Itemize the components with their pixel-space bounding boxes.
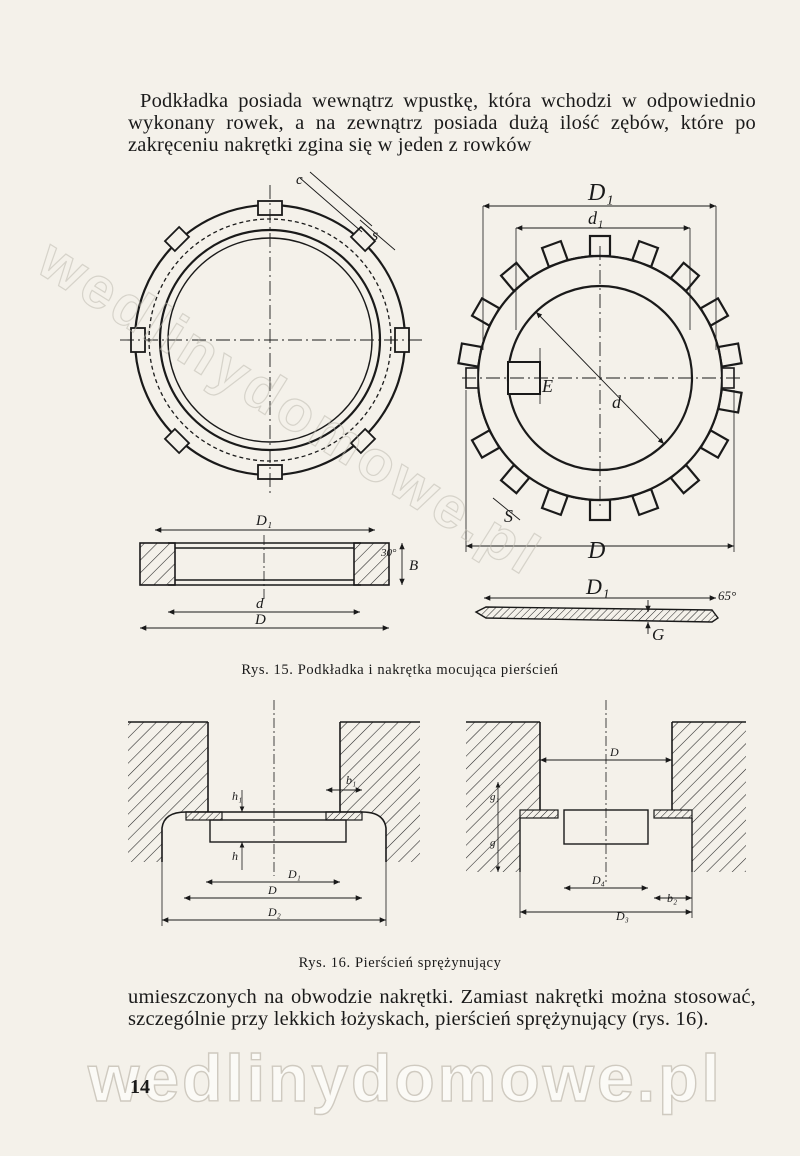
nut-s-label: s (372, 227, 378, 244)
left-b1-label: b₁ (346, 773, 356, 787)
washer-D-label: D (587, 538, 605, 564)
spring-ring-right-view (466, 700, 746, 918)
right-D4-label: D₄ (591, 873, 605, 887)
paragraph-top-text: Podkładka posiada wewnątrz wpustkę, któr… (128, 90, 756, 156)
nut-D1-label: D₁ (255, 513, 272, 529)
figure-15-caption: Rys. 15. Podkładka i nakrętka mocująca p… (241, 662, 559, 678)
left-D2-label: D₂ (267, 905, 281, 919)
right-g-label: g (490, 837, 496, 849)
left-D1-label: D₁ (287, 867, 301, 881)
paragraph-bottom: umieszczonych na obwodzie nakrętki. Zami… (128, 986, 756, 1030)
footer-watermark: wedlinydomowe.pl (87, 1040, 723, 1115)
right-g1-label: g₁ (490, 791, 500, 803)
right-b2-label: b₂ (667, 891, 677, 905)
side-D1-label: D₁ (585, 574, 610, 599)
washer-d-label: d (612, 392, 622, 412)
washer-d1-label: d₁ (588, 208, 603, 228)
right-D-label: D (609, 745, 619, 759)
nut-B-label: B (409, 558, 418, 574)
washer-E-label: E (541, 376, 553, 396)
nut-d-label: d (256, 596, 264, 612)
washer-D1-label: D₁ (587, 180, 614, 206)
nut-c-label: c (296, 172, 303, 188)
spring-ring-left-view (128, 700, 420, 926)
nut-angle-label: 30° (380, 547, 397, 559)
figure-16-caption: Rys. 16. Pierścień sprężynujący (298, 955, 502, 971)
toothed-washer-front-view (457, 203, 743, 552)
side-G-label: G (652, 625, 664, 644)
washer-side-view (474, 595, 720, 634)
nut-D-label: D (254, 612, 266, 628)
left-h1-label: h₁ (232, 789, 242, 803)
nut-front-view (120, 171, 425, 495)
washer-S-label: S (504, 506, 513, 526)
left-D-label: D (267, 883, 277, 897)
left-h-label: h (232, 849, 238, 863)
paragraph-top: Podkładka posiada wewnątrz wpustkę, któr… (128, 90, 756, 156)
nut-section-view (139, 527, 405, 631)
right-D3-label: D₃ (615, 909, 629, 923)
page-number: 14 (130, 1076, 150, 1098)
side-angle-label: 65° (718, 588, 736, 603)
